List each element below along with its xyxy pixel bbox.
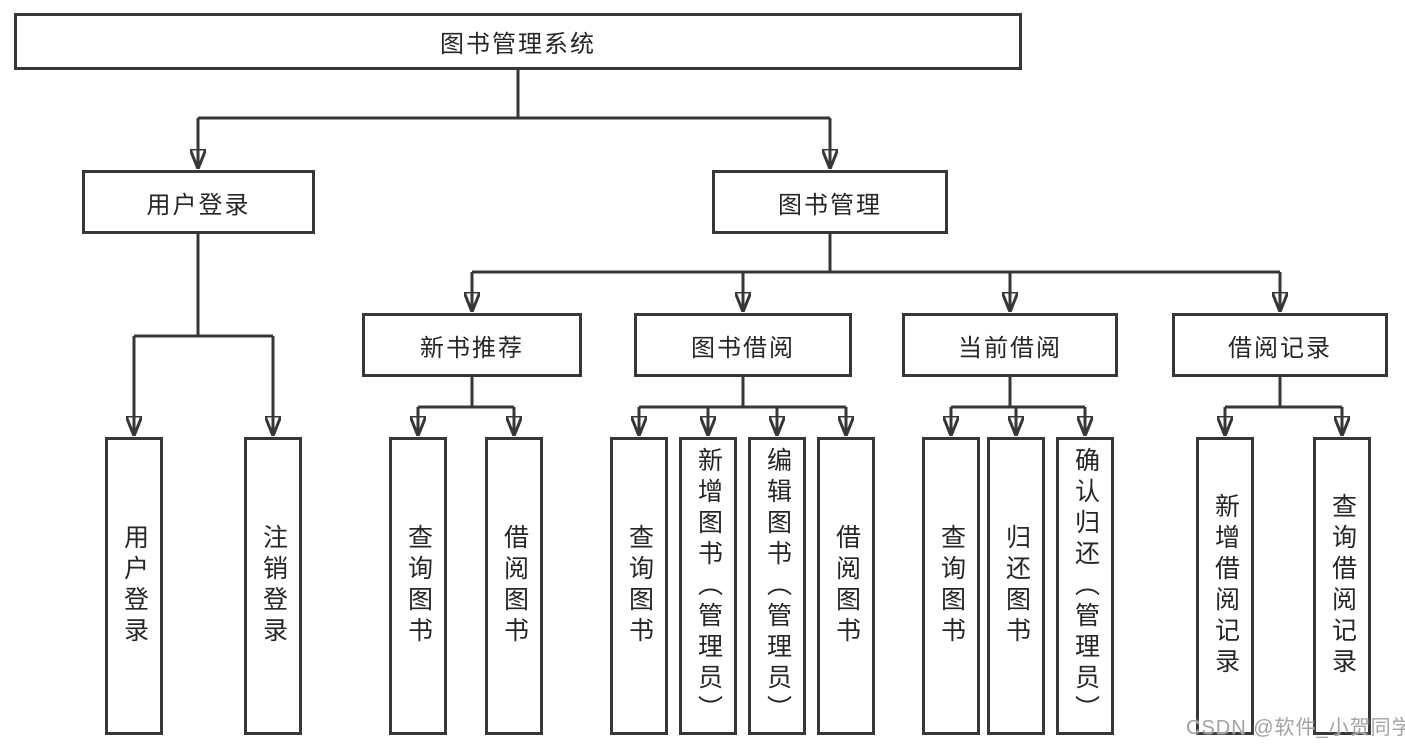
- leaf-confirm-return-admin-label: 确认归还（管理员）: [1071, 446, 1100, 726]
- leaf-search-book-current-label: 查询图书: [937, 524, 966, 648]
- leaf-return-book-label: 归还图书: [1002, 524, 1031, 648]
- node-book-borrow-label: 图书借阅: [691, 334, 795, 362]
- leaf-search-borrow-record-label: 查询借阅记录: [1328, 493, 1357, 679]
- leaf-search-book-borrow-label: 查询图书: [625, 524, 654, 648]
- leaf-logout-login-label: 注销登录: [259, 524, 288, 648]
- leaf-add-book-admin-label: 新增图书（管理员）: [694, 446, 723, 726]
- connector-borrow-records-children: [1225, 377, 1342, 436]
- node-user-login: 用户登录: [82, 170, 315, 234]
- node-root-label: 图书管理系统: [440, 31, 596, 58]
- connector-book-borrow-children: [639, 377, 846, 436]
- leaf-add-book-admin: 新增图书（管理员）: [679, 437, 737, 735]
- leaf-add-borrow-record: 新增借阅记录: [1196, 437, 1254, 735]
- node-new-book-recommend-label: 新书推荐: [420, 334, 524, 362]
- leaf-borrow-book-newbook-label: 借阅图书: [500, 524, 529, 648]
- node-borrow-records: 借阅记录: [1172, 313, 1388, 377]
- leaf-user-login: 用户登录: [105, 437, 163, 735]
- connector-new-books-children: [418, 377, 514, 436]
- leaf-search-book-newbook-label: 查询图书: [404, 524, 433, 648]
- node-current-borrow: 当前借阅: [902, 313, 1118, 377]
- leaf-edit-book-admin-label: 编辑图书（管理员）: [763, 446, 792, 726]
- leaf-edit-book-admin: 编辑图书（管理员）: [748, 437, 806, 735]
- node-current-borrow-label: 当前借阅: [958, 334, 1062, 362]
- node-book-borrow: 图书借阅: [634, 313, 852, 377]
- connector-root-to-level2: [198, 70, 830, 169]
- node-root-library-system: 图书管理系统: [14, 13, 1022, 70]
- connector-current-borrow-children: [951, 377, 1085, 436]
- leaf-search-book-borrow: 查询图书: [610, 437, 668, 735]
- leaf-confirm-return-admin: 确认归还（管理员）: [1056, 437, 1114, 735]
- node-user-login-label: 用户登录: [146, 191, 251, 219]
- connector-user-login-children: [134, 234, 273, 436]
- leaf-add-borrow-record-label: 新增借阅记录: [1211, 493, 1240, 679]
- node-new-book-recommend: 新书推荐: [362, 313, 582, 377]
- leaf-user-login-label: 用户登录: [120, 524, 149, 648]
- leaf-borrow-book-newbook: 借阅图书: [485, 437, 543, 735]
- csdn-watermark: CSDN @软件_小贺同学: [1186, 717, 1405, 739]
- leaf-borrow-book-label: 借阅图书: [832, 524, 861, 648]
- node-book-management: 图书管理: [712, 170, 948, 234]
- leaf-logout-login: 注销登录: [244, 437, 302, 735]
- node-book-management-label: 图书管理: [778, 191, 882, 219]
- connector-book-mgmt-to-level3: [472, 234, 1280, 312]
- leaf-search-borrow-record: 查询借阅记录: [1313, 437, 1371, 735]
- leaf-borrow-book: 借阅图书: [817, 437, 875, 735]
- leaf-search-book-newbook: 查询图书: [389, 437, 447, 735]
- leaf-return-book: 归还图书: [987, 437, 1045, 735]
- node-borrow-records-label: 借阅记录: [1228, 334, 1332, 362]
- leaf-search-book-current: 查询图书: [922, 437, 980, 735]
